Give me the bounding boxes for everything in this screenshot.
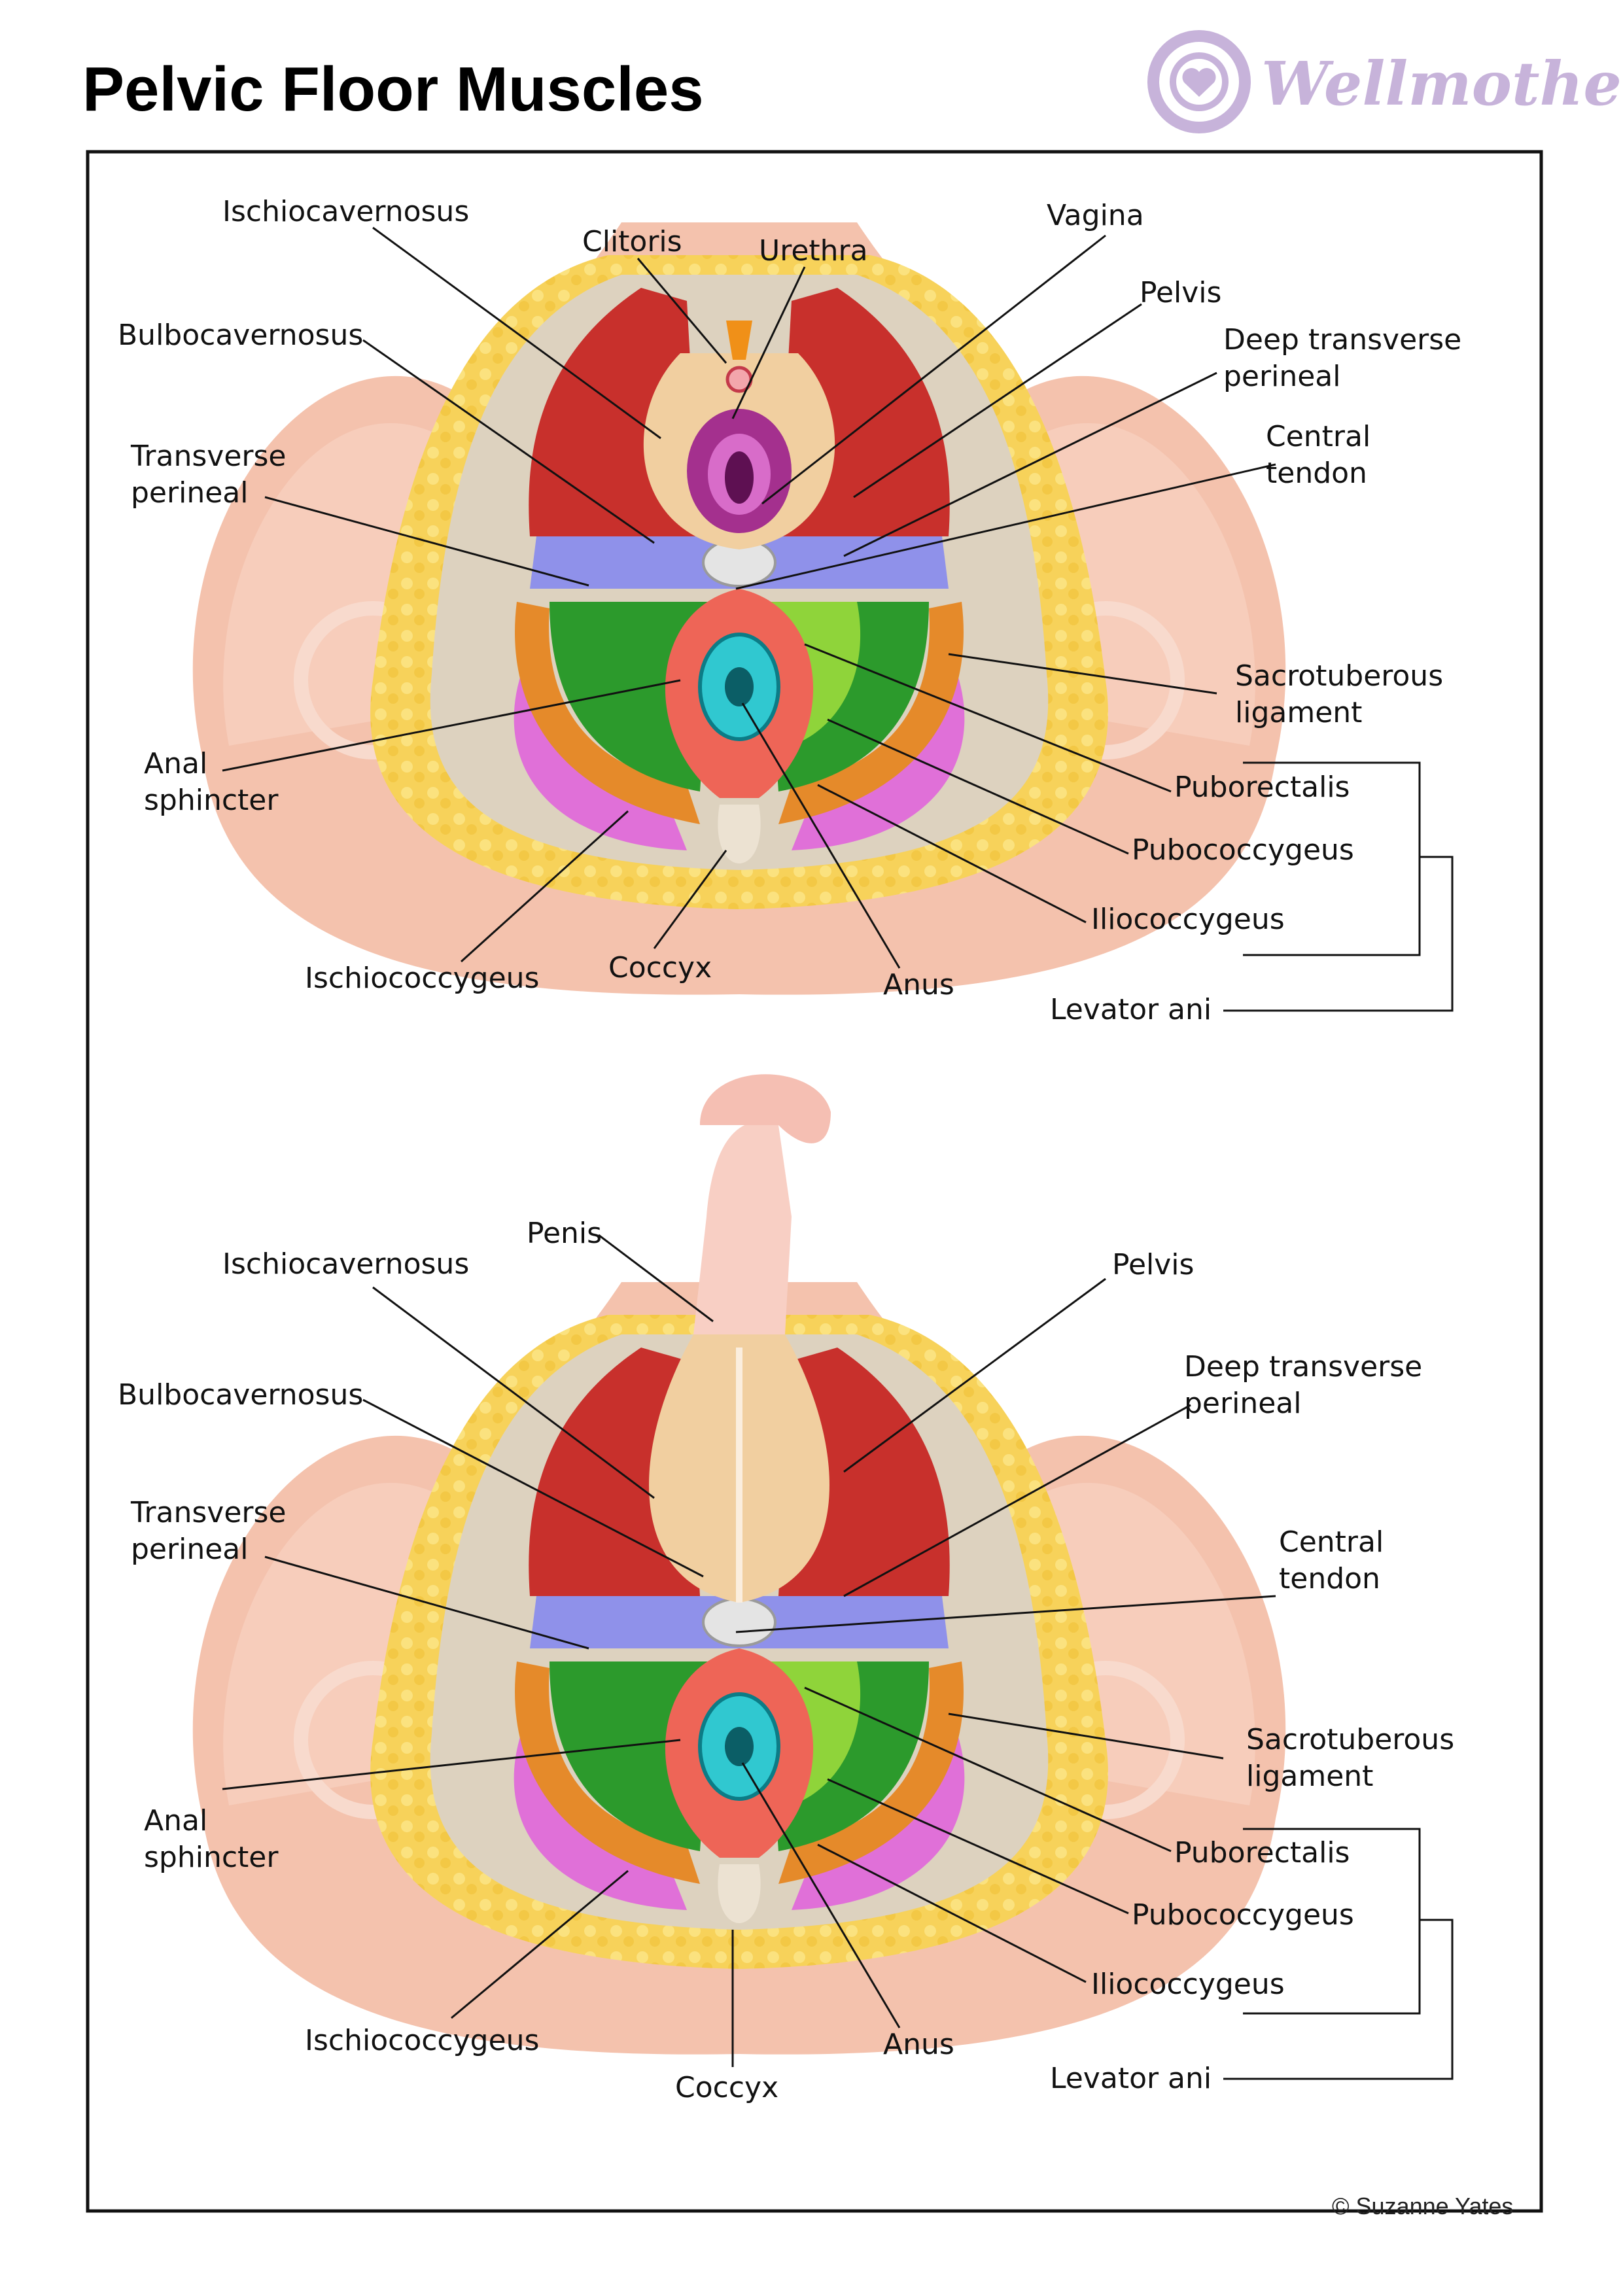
label-penis: Penis bbox=[527, 1217, 602, 1250]
label-anal-sphincter-line2: sphincter bbox=[144, 784, 279, 817]
copyright-notice: © Suzanne Yates bbox=[1332, 2193, 1514, 2219]
label-ischiococcygeus: Ischiococcygeus bbox=[305, 962, 540, 995]
label-levator-ani-male: Levator ani bbox=[1050, 2062, 1212, 2095]
label-central-tendon-male: Central tendon bbox=[1279, 1524, 1384, 1597]
label-sacrotuberous-ligament: Sacrotuberous ligament bbox=[1235, 658, 1443, 731]
label-central-tendon-line2: tendon bbox=[1266, 457, 1367, 490]
label-sacrotuberous-male-line2: ligament bbox=[1246, 1760, 1374, 1793]
label-central-tendon-male-line1: Central bbox=[1279, 1525, 1384, 1559]
label-deep-transverse-line1: Deep transverse bbox=[1223, 323, 1462, 357]
page-title: Pelvic Floor Muscles bbox=[82, 54, 704, 124]
label-levator-ani: Levator ani bbox=[1050, 993, 1212, 1026]
label-anal-sphincter-male: Anal sphincter bbox=[144, 1803, 278, 1876]
brand-logo: Wellmother bbox=[1143, 26, 1623, 137]
label-sacrotuberous-ligament-male: Sacrotuberous ligament bbox=[1246, 1722, 1454, 1795]
label-anus: Anus bbox=[883, 968, 954, 1001]
label-transverse-perineal-male: Transverse perineal bbox=[131, 1495, 286, 1568]
label-anal-sphincter-male-line2: sphincter bbox=[144, 1841, 279, 1874]
label-transverse-perineal: Transverse perineal bbox=[131, 438, 286, 512]
label-ischiocavernosus-male: Ischiocavernosus bbox=[222, 1247, 470, 1281]
label-deep-transverse-perineal-male: Deep transverse perineal bbox=[1184, 1349, 1422, 1422]
label-central-tendon: Central tendon bbox=[1266, 419, 1370, 492]
label-bulbocavernosus: Bulbocavernosus bbox=[118, 319, 364, 352]
label-pubococcygeus: Pubococcygeus bbox=[1132, 833, 1354, 867]
brand-name: Wellmother bbox=[1261, 48, 1623, 119]
label-sacrotuberous-line2: ligament bbox=[1235, 696, 1363, 729]
label-bulbocavernosus-male: Bulbocavernosus bbox=[118, 1378, 364, 1412]
label-iliococcygeus-male: Iliococcygeus bbox=[1091, 1968, 1285, 2001]
label-transverse-perineal-male-line1: Transverse bbox=[131, 1496, 287, 1529]
label-ischiococcygeus-male: Ischiococcygeus bbox=[305, 2024, 540, 2057]
label-puborectalis: Puborectalis bbox=[1174, 771, 1350, 804]
label-transverse-perineal-line2: perineal bbox=[131, 476, 249, 510]
label-sacrotuberous-line1: Sacrotuberous bbox=[1235, 659, 1444, 693]
label-anal-sphincter-male-line1: Anal bbox=[144, 1804, 208, 1837]
male-leader-lines bbox=[222, 1234, 1454, 2080]
label-sacrotuberous-male-line1: Sacrotuberous bbox=[1246, 1723, 1455, 1756]
wellmother-emblem-icon bbox=[1147, 30, 1251, 133]
label-central-tendon-line1: Central bbox=[1266, 420, 1371, 453]
label-central-tendon-male-line2: tendon bbox=[1279, 1562, 1380, 1595]
panel-border bbox=[86, 150, 1543, 2213]
label-iliococcygeus: Iliococcygeus bbox=[1091, 903, 1285, 936]
male-pelvic-figure bbox=[193, 1074, 1286, 2054]
label-deep-transverse-male-line1: Deep transverse bbox=[1184, 1350, 1423, 1383]
label-coccyx-male: Coccyx bbox=[675, 2071, 779, 2104]
label-anal-sphincter-line1: Anal bbox=[144, 747, 208, 780]
label-pubococcygeus-male: Pubococcygeus bbox=[1132, 1898, 1354, 1932]
label-deep-transverse-perineal: Deep transverse perineal bbox=[1223, 322, 1461, 395]
label-puborectalis-male: Puborectalis bbox=[1174, 1836, 1350, 1870]
label-coccyx: Coccyx bbox=[608, 951, 712, 984]
label-pelvis-male: Pelvis bbox=[1112, 1248, 1195, 1281]
label-transverse-perineal-line1: Transverse bbox=[131, 440, 287, 473]
female-pelvic-figure bbox=[193, 222, 1286, 995]
label-vagina: Vagina bbox=[1047, 199, 1144, 232]
female-leader-lines bbox=[222, 226, 1454, 1012]
label-anal-sphincter: Anal sphincter bbox=[144, 746, 278, 819]
label-clitoris: Clitoris bbox=[582, 225, 682, 258]
label-deep-transverse-male-line2: perineal bbox=[1184, 1387, 1302, 1420]
label-urethra: Urethra bbox=[759, 234, 868, 268]
label-anus-male: Anus bbox=[883, 2028, 954, 2061]
label-transverse-perineal-male-line2: perineal bbox=[131, 1533, 249, 1566]
label-ischiocavernosus: Ischiocavernosus bbox=[222, 195, 470, 228]
label-pelvis: Pelvis bbox=[1140, 276, 1222, 309]
label-deep-transverse-line2: perineal bbox=[1223, 360, 1341, 393]
